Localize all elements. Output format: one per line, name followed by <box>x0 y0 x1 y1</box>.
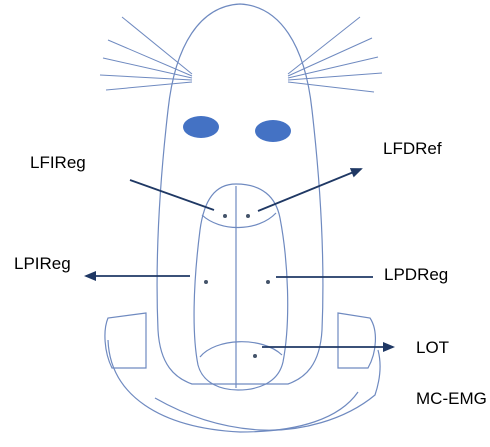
electrode-lpireg-dot <box>204 280 208 284</box>
label-mc-emg: MC-EMG <box>416 390 487 407</box>
electrode-lfdref-dot <box>246 214 250 218</box>
whiskers-left <box>100 17 192 90</box>
electrode-lfireg-dot <box>223 214 227 218</box>
frontal-arc <box>202 213 276 228</box>
right-ear <box>338 313 375 368</box>
label-lfireg: LFIReg <box>30 154 86 171</box>
electrode-lpdreg-dot <box>266 280 270 284</box>
label-lot: LOT <box>416 339 449 356</box>
body-curve-right <box>155 350 380 430</box>
label-lpireg: LPIReg <box>14 255 71 272</box>
arrow-lfdref <box>258 169 361 211</box>
whiskers-right <box>288 17 382 92</box>
occipital-arc <box>200 342 282 357</box>
label-lpdreg: LPDReg <box>384 266 448 283</box>
electrode-lot-dot <box>253 354 257 358</box>
right-eye <box>255 120 291 142</box>
arrow-lfireg <box>130 180 214 210</box>
left-eye <box>183 116 219 138</box>
label-lfdref: LFDRef <box>383 140 442 157</box>
